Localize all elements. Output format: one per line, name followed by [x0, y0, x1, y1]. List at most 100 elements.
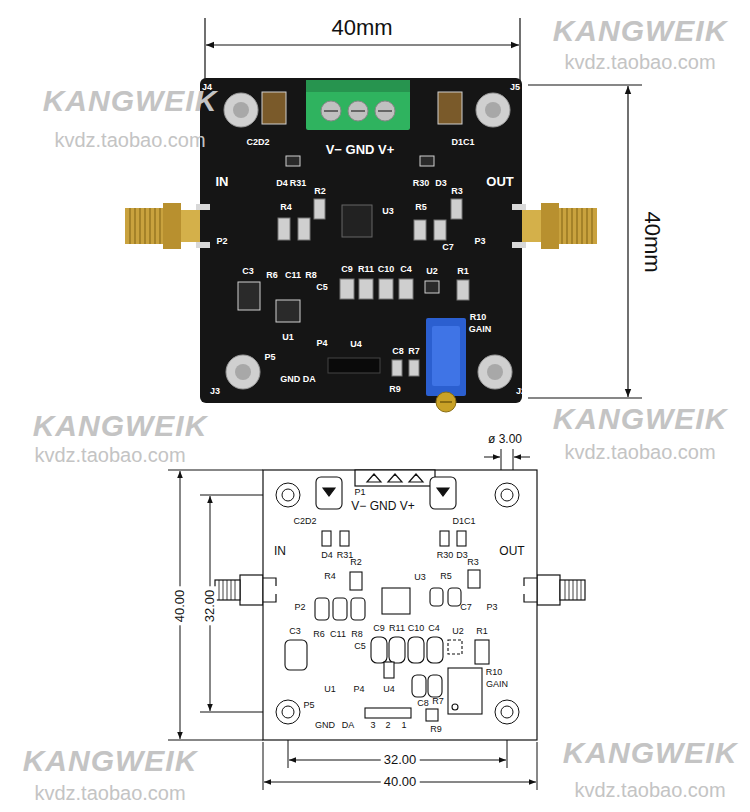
smd-component	[399, 279, 413, 299]
sma-connector	[519, 203, 597, 249]
silkscreen-label: U1	[282, 333, 294, 343]
standoff	[226, 355, 260, 389]
silkscreen-label: R4	[280, 203, 292, 213]
drawing-label: C5	[354, 642, 366, 652]
drawing-label: R11	[389, 624, 405, 634]
component-outline	[351, 598, 365, 620]
terminal-block	[348, 101, 368, 121]
standoff	[224, 93, 512, 389]
watermark-logo: KANGWEIK	[23, 744, 198, 777]
watermark-url: kvdz.taobao.com	[564, 51, 715, 73]
silkscreen-label: P3	[474, 237, 485, 247]
terminal-outline	[355, 470, 435, 486]
silkscreen-label: D4	[276, 179, 288, 189]
drawing-label: V− GND V+	[351, 500, 414, 513]
smd-component	[314, 199, 325, 219]
sma-connector	[519, 210, 541, 242]
drawing-label: U4	[383, 685, 395, 695]
drawing-label: 3	[370, 721, 375, 731]
silkscreen-label: U4	[350, 340, 362, 350]
standoff	[235, 364, 251, 380]
drawing-label: C4	[428, 624, 440, 634]
silkscreen-label: C2D2	[246, 138, 269, 148]
watermark-logo: KANGWEIK	[33, 409, 208, 442]
component-outline	[412, 675, 426, 697]
silkscreen-label: C11	[285, 271, 301, 281]
component-outline	[285, 477, 489, 721]
silkscreen-label: R1	[457, 267, 469, 277]
drawing-label: P5	[303, 701, 314, 711]
component-outline	[430, 588, 443, 606]
mounting-hole	[495, 483, 519, 507]
sma-connector	[125, 203, 203, 249]
silkscreen-label: J3	[210, 387, 220, 397]
component-outline	[365, 708, 411, 718]
drawing-label: 2	[385, 721, 390, 731]
terminal-block	[321, 101, 341, 121]
terminal-block	[351, 110, 365, 112]
sma-thread	[235, 580, 236, 600]
photo-dimension	[528, 84, 642, 85]
board-outline	[263, 470, 537, 740]
silkscreen-label: GAIN	[469, 325, 492, 335]
drawing-label: P2	[294, 603, 305, 613]
smd-component	[414, 220, 426, 240]
mounting-hole	[495, 700, 519, 724]
sma-connector	[181, 210, 203, 242]
drawing-label: C2D2	[293, 517, 316, 527]
sma-connector	[566, 208, 567, 244]
silkscreen-label: U2	[426, 267, 438, 277]
sma-connector	[562, 208, 592, 244]
silkscreen-label: J4	[202, 83, 212, 93]
mounting-hole	[501, 706, 513, 718]
trimmer-potentiometer	[432, 326, 460, 386]
sma-connector	[144, 208, 145, 244]
drawing-label: OUT	[499, 545, 524, 558]
drawing-label: U3	[414, 573, 426, 583]
silkscreen-label: P5	[264, 353, 275, 363]
smd-component	[457, 280, 469, 300]
smd-component	[451, 199, 462, 219]
sma-connector	[541, 203, 559, 249]
component-outline	[427, 637, 443, 663]
sma-pins	[512, 204, 526, 210]
smd-component	[342, 205, 372, 237]
silkscreen-label: C7	[442, 243, 454, 253]
drawing-label: R9	[430, 725, 442, 735]
trimmer-potentiometer	[436, 392, 456, 412]
drawing-label: C3	[289, 627, 301, 637]
sma-connector	[591, 208, 592, 244]
drawing-label: D1C1	[452, 517, 475, 527]
drawing-label: GND	[315, 721, 335, 731]
drawing-label: D3	[456, 551, 468, 561]
standoff	[487, 364, 503, 380]
silkscreen-label: C8	[392, 347, 404, 357]
smd-component	[276, 300, 300, 322]
sma-outline	[560, 580, 585, 600]
drawing-label: R1	[476, 627, 488, 637]
terminal-block	[324, 110, 338, 112]
component-outline	[389, 637, 405, 663]
silkscreen-label: D1C1	[451, 138, 474, 148]
trimmer-potentiometer	[426, 318, 466, 412]
smd-component	[438, 92, 462, 124]
component-outline	[475, 640, 489, 664]
silkscreen-label: R3	[451, 187, 463, 197]
drawing-label: P3	[486, 603, 497, 613]
silkscreen-label: J2	[516, 387, 526, 397]
watermark-url: kvdz.taobao.com	[34, 444, 185, 466]
sma-pad	[524, 578, 537, 602]
smd-component	[434, 220, 446, 240]
sma-pins	[196, 204, 526, 248]
mounting-hole	[501, 489, 513, 501]
watermark-url: kvdz.taobao.com	[54, 129, 205, 151]
smd-component	[278, 218, 290, 240]
terminal-block	[324, 110, 392, 112]
sma-thread	[219, 580, 220, 600]
sma-pad	[263, 578, 276, 602]
component-outline	[457, 531, 466, 546]
drawing-label: R6	[313, 630, 325, 640]
component-outline	[333, 598, 347, 620]
watermark-url: kvdz.taobao.com	[574, 779, 725, 801]
drawing-label: R3	[467, 558, 479, 568]
